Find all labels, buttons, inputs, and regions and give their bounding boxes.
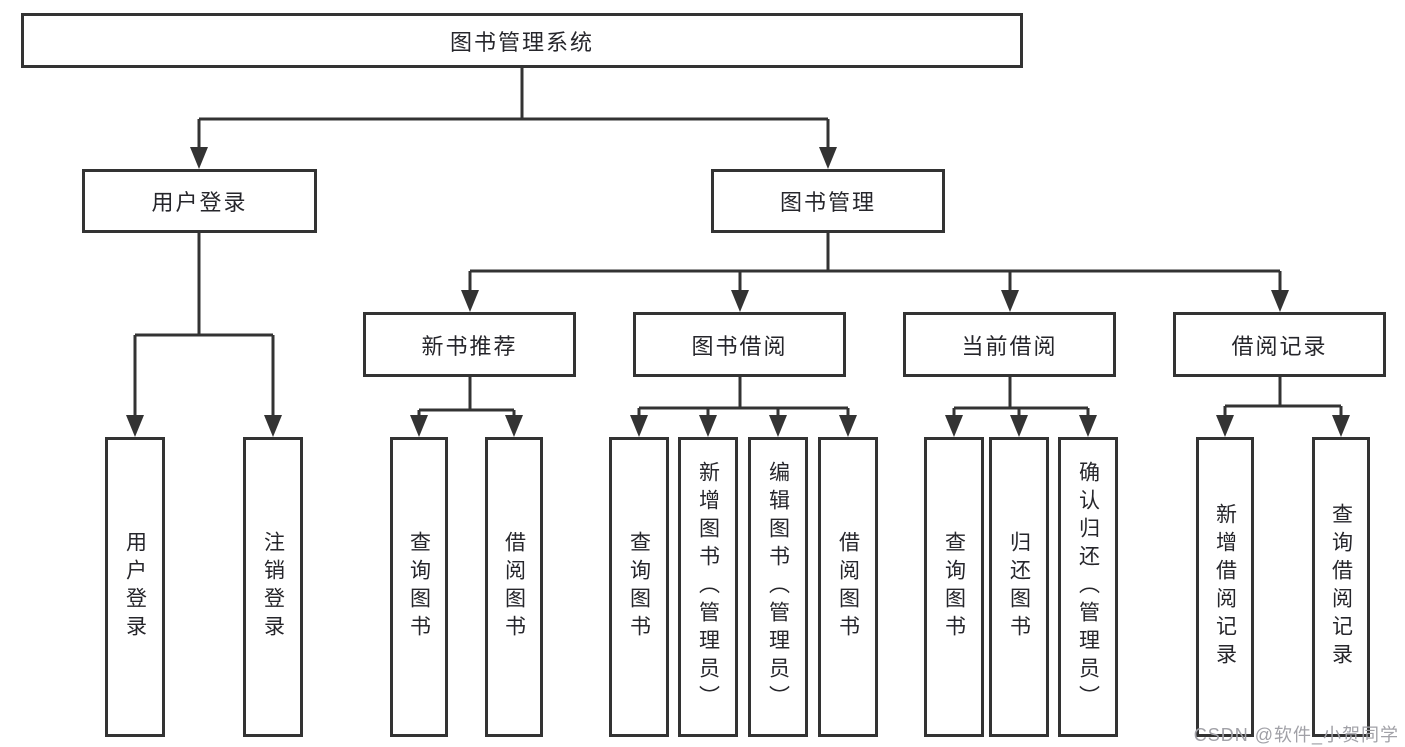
- edge-root-to-level2: [197, 68, 830, 148]
- arrowhead-icon: [1271, 290, 1289, 312]
- arrowhead-icon: [1216, 415, 1234, 437]
- leaf-confirm-return-admin: 确认归还（管理员）: [1058, 437, 1118, 737]
- arrowhead-icon: [410, 415, 428, 437]
- leaf-add-borrow-record: 新增借阅记录: [1196, 437, 1254, 737]
- edge-records-to-leaves: [1223, 377, 1343, 416]
- leaf-borrow-books-borrowing: 借阅图书: [818, 437, 878, 737]
- leaf-borrow-books-newrec: 借阅图书: [485, 437, 543, 737]
- edge-borrow-to-leaves: [637, 377, 850, 416]
- leaf-add-book-admin: 新增图书（管理员）: [678, 437, 738, 737]
- node-user-login: 用户登录: [82, 169, 317, 233]
- arrowhead-icon: [945, 415, 963, 437]
- leaf-query-books-newrec: 查询图书: [390, 437, 448, 737]
- edge-login-to-leaves: [133, 233, 275, 416]
- node-current-borrowing: 当前借阅: [903, 312, 1116, 377]
- edge-newrec-to-leaves: [417, 377, 516, 416]
- arrowhead-icon: [630, 415, 648, 437]
- leaf-user-login: 用户登录: [105, 437, 165, 737]
- leaf-query-books-borrowing: 查询图书: [609, 437, 669, 737]
- leaf-logout: 注销登录: [243, 437, 303, 737]
- arrowhead-icon: [264, 415, 282, 437]
- arrowhead-icon: [819, 147, 837, 169]
- arrowhead-icon: [769, 415, 787, 437]
- edge-current-to-leaves: [952, 377, 1090, 416]
- node-new-book-recommend: 新书推荐: [363, 312, 576, 377]
- arrowhead-icon: [190, 147, 208, 169]
- arrowhead-icon: [1001, 290, 1019, 312]
- arrowhead-icon: [461, 290, 479, 312]
- leaf-query-books-current: 查询图书: [924, 437, 984, 737]
- leaf-return-book: 归还图书: [989, 437, 1049, 737]
- arrowhead-icon: [839, 415, 857, 437]
- leaf-query-borrow-record: 查询借阅记录: [1312, 437, 1370, 737]
- node-book-management: 图书管理: [711, 169, 945, 233]
- arrowhead-icon: [126, 415, 144, 437]
- edge-mgmt-to-level3: [468, 233, 1282, 291]
- arrowhead-icon: [1332, 415, 1350, 437]
- node-book-borrowing: 图书借阅: [633, 312, 846, 377]
- arrowhead-icon: [505, 415, 523, 437]
- arrowhead-icon: [699, 415, 717, 437]
- arrowhead-icon: [731, 290, 749, 312]
- node-root-system: 图书管理系统: [21, 13, 1023, 68]
- arrowhead-icon: [1079, 415, 1097, 437]
- watermark: CSDN @软件_小贺同学: [1193, 725, 1399, 745]
- arrowhead-icon: [1010, 415, 1028, 437]
- leaf-edit-book-admin: 编辑图书（管理员）: [748, 437, 808, 737]
- node-borrowing-records: 借阅记录: [1173, 312, 1386, 377]
